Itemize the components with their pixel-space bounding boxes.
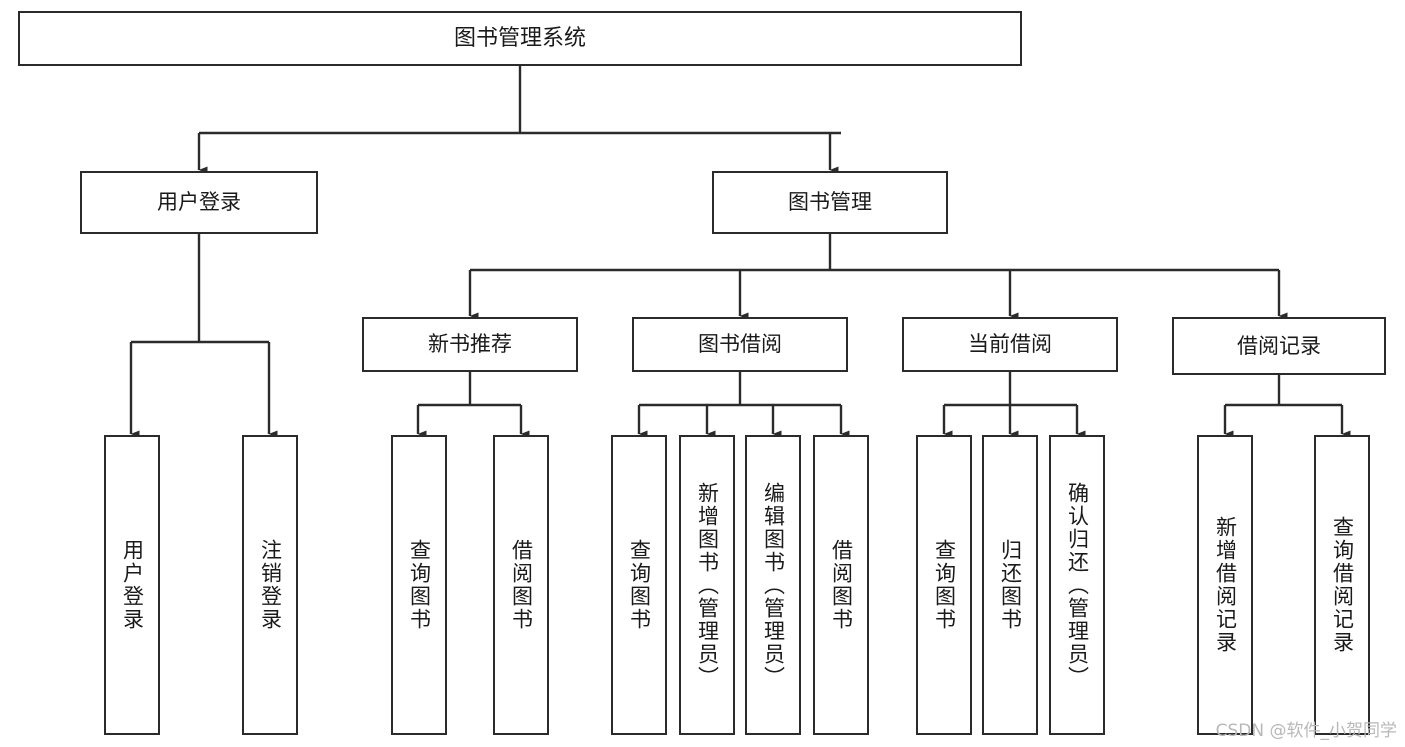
node-label: 借阅记录 [1237, 333, 1321, 358]
node-label: 查询图书 [932, 539, 957, 631]
node-label: 用户登录 [157, 190, 241, 215]
leaf-query-book-new-recommend[interactable]: 查询图书 [391, 435, 447, 735]
node-book-management[interactable]: 图书管理 [712, 171, 948, 234]
node-label: 新增图书（管理员） [695, 481, 720, 689]
node-label: 查询借阅记录 [1330, 516, 1355, 654]
leaf-logout[interactable]: 注销登录 [242, 435, 298, 735]
leaf-edit-book[interactable]: 编辑图书（管理员） [745, 435, 801, 735]
node-label: 图书管理 [788, 190, 872, 215]
node-label: 注销登录 [258, 539, 283, 631]
node-label: 编辑图书（管理员） [761, 481, 786, 689]
node-label: 查询图书 [627, 539, 652, 631]
leaf-query-book-borrow[interactable]: 查询图书 [611, 435, 667, 735]
node-label: 用户登录 [120, 539, 145, 631]
leaf-add-borrow-record[interactable]: 新增借阅记录 [1197, 435, 1253, 735]
csdn-watermark: CSDN @软件_小贺同学 [1215, 721, 1397, 741]
node-label: 查询图书 [407, 539, 432, 631]
node-current-borrow[interactable]: 当前借阅 [902, 317, 1118, 372]
node-label: 当前借阅 [968, 332, 1052, 357]
node-label: 确认归还（管理员） [1065, 481, 1090, 689]
node-label: 借阅图书 [829, 539, 854, 631]
node-book-borrow[interactable]: 图书借阅 [632, 317, 848, 372]
node-root-book-management-system[interactable]: 图书管理系统 [18, 11, 1022, 66]
leaf-query-borrow-record[interactable]: 查询借阅记录 [1314, 435, 1370, 735]
leaf-confirm-return[interactable]: 确认归还（管理员） [1049, 435, 1105, 735]
node-label: 新增借阅记录 [1213, 516, 1238, 654]
node-label: 新书推荐 [428, 332, 512, 357]
leaf-add-book[interactable]: 新增图书（管理员） [679, 435, 735, 735]
node-borrow-record[interactable]: 借阅记录 [1172, 317, 1386, 375]
leaf-user-login[interactable]: 用户登录 [104, 435, 160, 735]
leaf-borrow-book[interactable]: 借阅图书 [813, 435, 869, 735]
node-label: 归还图书 [998, 539, 1023, 631]
leaf-return-book[interactable]: 归还图书 [982, 435, 1038, 735]
leaf-borrow-book-new-recommend[interactable]: 借阅图书 [493, 435, 549, 735]
node-label: 图书借阅 [698, 332, 782, 357]
leaf-query-book-current[interactable]: 查询图书 [916, 435, 972, 735]
node-user-login[interactable]: 用户登录 [80, 171, 318, 234]
node-new-book-recommend[interactable]: 新书推荐 [362, 317, 578, 372]
node-label: 图书管理系统 [453, 25, 586, 51]
node-label: 借阅图书 [509, 539, 534, 631]
